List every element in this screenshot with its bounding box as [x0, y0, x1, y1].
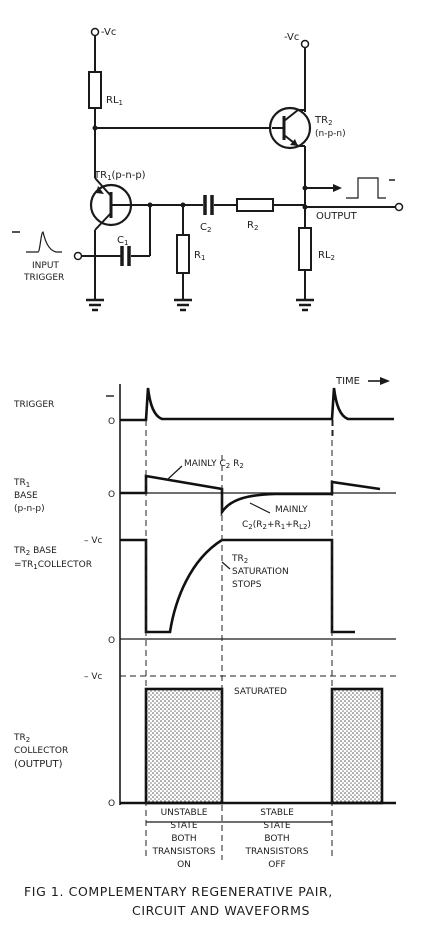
supply-terminal-left: [90, 27, 100, 37]
trigger-waveform: [120, 387, 394, 422]
sat-stops-label-1: TR2: [231, 554, 248, 565]
supply-label-left: -Vc: [101, 27, 116, 38]
c1-label: C1: [117, 235, 128, 247]
vc-base-label: – Vc: [84, 536, 103, 546]
resistor-r1: [176, 234, 190, 274]
unstable-label-2: STATE: [170, 821, 197, 831]
unstable-label-5: ON: [177, 860, 191, 870]
collector-pulse-2: [330, 687, 384, 805]
resistor-r2: [236, 198, 274, 212]
mainly-c2r2-label: MAINLY C2 R2: [184, 459, 244, 470]
tr2-collector-label-1: TR2: [13, 733, 30, 744]
mainly-label-2: MAINLY: [275, 505, 308, 515]
stable-label-2: STATE: [263, 821, 290, 831]
time-arrow-icon: [380, 377, 390, 385]
output-label: OUTPUT: [316, 211, 358, 222]
sat-stops-label-3: STOPS: [232, 580, 262, 590]
caption-line-2: CIRCUIT AND WAVEFORMS: [132, 903, 310, 918]
input-terminal: [73, 251, 83, 261]
resistor-rl2: [298, 227, 312, 271]
tr2-collector-label-2: COLLECTOR: [14, 746, 68, 756]
tr2-type: (n-p-n): [315, 129, 346, 139]
circuit-diagram: -Vc RL1 TR2 (n-p-n) -Vc OUTPUT: [12, 27, 404, 312]
output-terminal: [394, 202, 404, 212]
supply-terminal-right: [300, 39, 310, 49]
tr1-base-label-1: TR1: [13, 478, 30, 489]
mainly-expression: C2(R2+R1+RL2): [242, 520, 311, 531]
saturated-label: SATURATED: [234, 687, 287, 697]
tr1-label: TR1(p-n-p): [93, 170, 146, 182]
collector-pulse-1: [144, 687, 224, 805]
ground-icon-r1: [174, 298, 192, 312]
input-label-1: INPUT: [32, 261, 59, 271]
transistor-tr2: [268, 106, 312, 150]
unstable-label-4: TRANSISTORS: [152, 847, 216, 857]
c2-label: C2: [200, 222, 211, 234]
capacitor-c2: [203, 195, 214, 215]
time-label: TIME: [335, 376, 360, 387]
r2-label: R2: [247, 220, 258, 232]
stable-label-4: TRANSISTORS: [245, 847, 309, 857]
tr2-label: TR2: [314, 115, 333, 127]
resistor-rl1: [88, 71, 102, 109]
tr2-base-label-1: TR2 BASE: [13, 546, 57, 557]
tr2-base-zero: O: [108, 636, 115, 646]
waveform-diagram: TIME TRIGGER O TR1 BASE (p-n-p) O MAINLY…: [13, 376, 396, 870]
capacitor-c1: [120, 246, 131, 266]
tr2-base-label-2: =TR1COLLECTOR: [14, 560, 92, 571]
tr1-base-zero: O: [108, 490, 115, 500]
r1-label: R1: [194, 250, 205, 262]
supply-label-right: -Vc: [284, 32, 299, 43]
input-label-2: TRIGGER: [23, 273, 64, 283]
stable-label-5: OFF: [268, 860, 285, 870]
output-pulse-icon: [346, 177, 386, 199]
tr1-base-waveform: [120, 474, 381, 517]
vc-collector-label: – Vc: [84, 672, 103, 682]
rl1-label: RL1: [106, 95, 123, 107]
unstable-label-3: BOTH: [171, 834, 196, 844]
tr1-base-label-3: (p-n-p): [14, 504, 45, 514]
stable-label-3: BOTH: [264, 834, 289, 844]
sat-stops-label-2: SATURATION: [232, 567, 289, 577]
tr2-collector-zero: O: [108, 799, 115, 809]
rl2-label: RL2: [318, 250, 335, 262]
stable-label-1: STABLE: [260, 808, 294, 818]
tr1-base-label-2: BASE: [14, 491, 38, 501]
caption-line-1: FIG 1. COMPLEMENTARY REGENERATIVE PAIR,: [24, 884, 333, 899]
trigger-label: TRIGGER: [13, 400, 54, 410]
input-trigger-pulse-icon: [26, 231, 62, 253]
tr2-collector-label-3: (OUTPUT): [14, 759, 63, 770]
ground-icon-rl2: [296, 298, 314, 312]
trigger-zero: O: [108, 417, 115, 427]
unstable-label-1: UNSTABLE: [161, 808, 208, 818]
ground-icon-tr1: [86, 298, 104, 312]
